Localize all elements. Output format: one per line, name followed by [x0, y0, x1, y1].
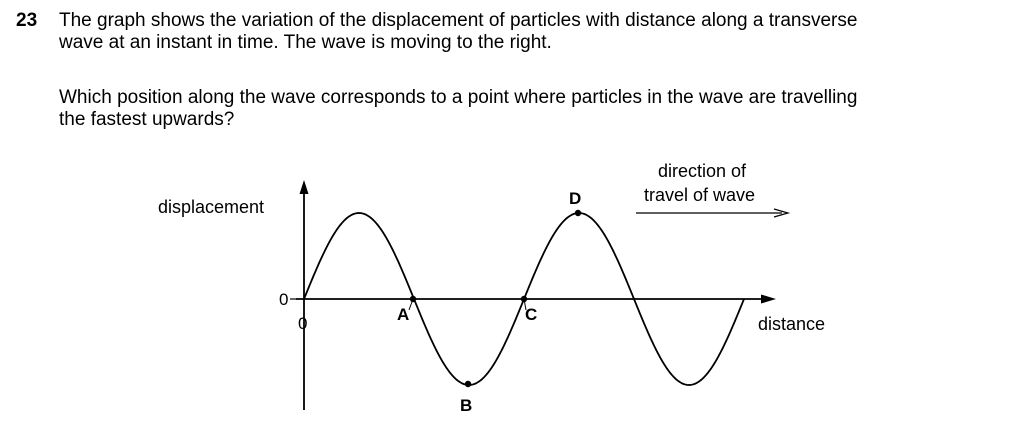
direction-label-line2: travel of wave [644, 185, 755, 205]
intro-line-1: The graph shows the variation of the dis… [59, 10, 858, 31]
prompt-line-2: the fastest upwards? [59, 109, 235, 130]
direction-arrowhead [773, 208, 791, 218]
direction-label-line1: direction of [658, 161, 747, 181]
point-d-label: D [569, 189, 581, 208]
point-c-dot [520, 295, 528, 303]
point-b-label: B [460, 396, 472, 415]
x-axis-arrowhead [761, 294, 776, 304]
point-d-dot [574, 209, 582, 217]
question-prompt: Which position along the wave correspond… [59, 87, 999, 131]
y-axis-label: displacement [158, 197, 264, 217]
point-a-label: A [397, 305, 409, 324]
prompt-line-1: Which position along the wave correspond… [59, 87, 858, 108]
x-axis-label: distance [758, 314, 825, 334]
y-origin-label: 0 [279, 290, 288, 309]
y-axis-arrowhead [299, 180, 309, 194]
point-b-dot [464, 380, 472, 388]
intro-line-2: wave at an instant in time. The wave is … [59, 32, 552, 53]
question-intro: The graph shows the variation of the dis… [59, 10, 999, 54]
point-a-dot [409, 295, 417, 303]
question-number: 23 [16, 10, 38, 31]
x-origin-label: 0 [298, 314, 307, 333]
point-c-label: C [525, 305, 537, 324]
